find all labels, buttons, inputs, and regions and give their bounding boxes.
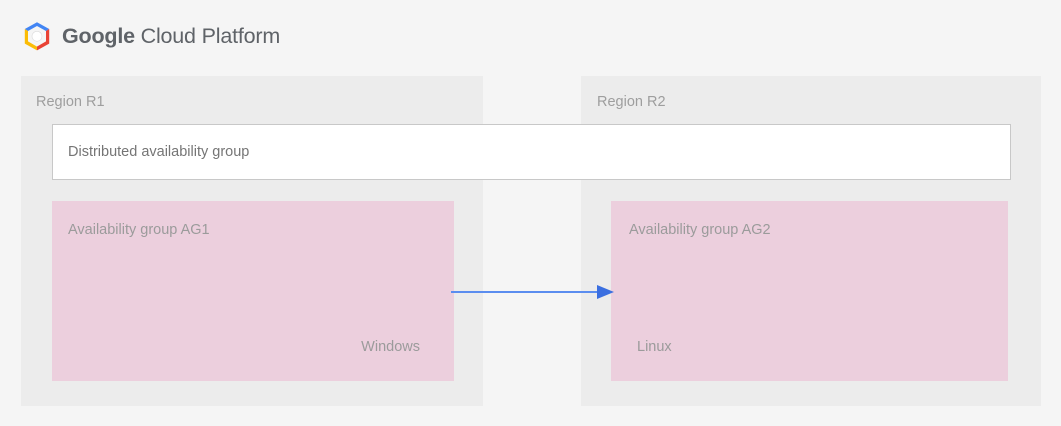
brand-title: Google Cloud Platform <box>62 22 280 50</box>
availability-group-title-ag1: Availability group AG1 <box>68 222 210 238</box>
os-label-linux: Linux <box>637 339 672 355</box>
brand-word-platform: Platform <box>201 24 281 48</box>
brand-word-cloud: Cloud <box>140 24 196 48</box>
availability-group-box-ag2: Availability group AG2 Linux <box>611 201 1008 381</box>
os-label-windows: Windows <box>361 339 420 355</box>
region-label-r1: Region R1 <box>36 94 105 110</box>
availability-group-box-ag1: Availability group AG1 Windows <box>52 201 454 381</box>
availability-group-title-ag2: Availability group AG2 <box>629 222 771 238</box>
distributed-availability-group-label: Distributed availability group <box>68 144 250 160</box>
brand-word-google: Google <box>62 24 135 48</box>
page-header: Google Cloud Platform <box>0 0 1061 76</box>
distributed-availability-group-box: Distributed availability group <box>52 124 1011 180</box>
region-label-r2: Region R2 <box>597 94 666 110</box>
replication-arrow-icon <box>451 281 616 303</box>
architecture-diagram: Region R1 Region R2 Distributed availabi… <box>21 76 1041 406</box>
google-cloud-platform-logo-icon <box>22 21 52 52</box>
